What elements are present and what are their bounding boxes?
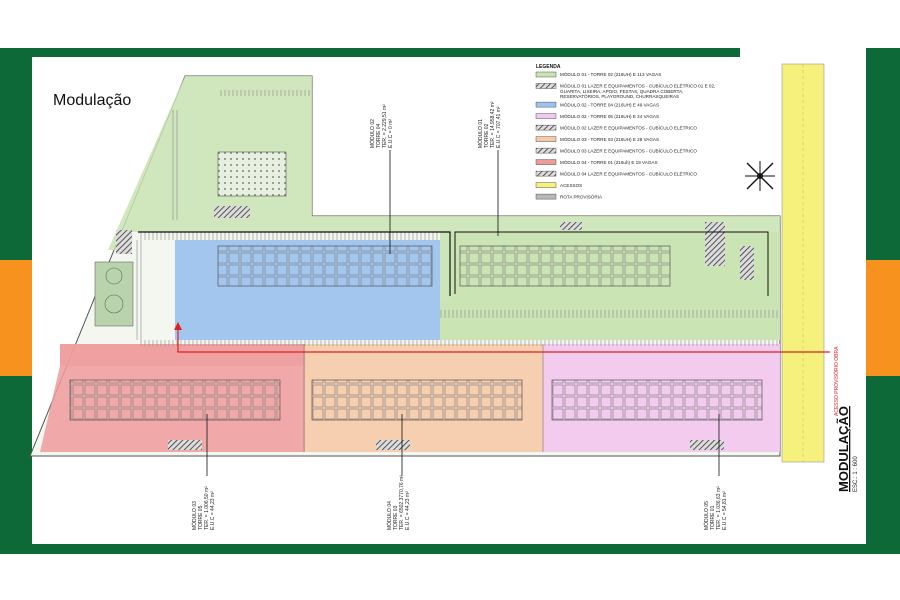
legend-swatch-8 <box>535 170 557 177</box>
pool-area <box>94 261 134 327</box>
building-torre-03 <box>311 379 523 421</box>
legend-swatch-1 <box>535 83 557 89</box>
equip-hatch-8 <box>376 440 410 450</box>
annotation-bottom-1-0: MÓDULO 03 <box>191 501 198 530</box>
parking-row-3 <box>440 310 780 318</box>
annotation-top-left-3: E.U.C = 0 m² <box>388 119 394 148</box>
annotation-bottom-1-1: TORRE 05 <box>198 505 204 530</box>
equip-hatch-7 <box>168 440 202 450</box>
building-torre-05 <box>551 379 763 421</box>
legend-label-5: MÓDULO 03 - TORRE 03 (216UH) E 28 VAGAS <box>560 136 659 142</box>
access-label: ACESSO PROVISÓRIO OBRA <box>833 346 840 416</box>
legend-label-8: MÓDULO 04 LAZER E EQUIPAMENTOS - CUBÍCUL… <box>560 170 697 176</box>
equip-hatch-4 <box>560 222 582 230</box>
slide-title: Modulação <box>53 92 132 109</box>
legend-swatch-3 <box>535 113 557 119</box>
annotation-bottom-2-2: TER. = 6502.3770,76 m² <box>399 475 405 530</box>
legend-label-4: MÓDULO 02 LAZER E EQUIPAMENTOS - CUBÍCUL… <box>560 124 697 130</box>
annotation-top-left-0: MÓDULO 02 <box>369 119 376 148</box>
equip-hatch-6 <box>740 246 754 280</box>
legend-swatch-0 <box>535 71 557 78</box>
route-arrow <box>174 322 182 330</box>
building-torre-01 <box>69 379 281 421</box>
legend-swatch-9 <box>535 182 557 188</box>
annotation-bottom-3-2: TER. = 1.036,63 m² <box>716 486 722 530</box>
legend-swatch-6 <box>535 147 557 154</box>
building-torre-02 <box>459 245 671 287</box>
drawing-title: MODULAÇÃO <box>836 406 851 492</box>
annotation-bottom-3-3: E.U.C = 54,81 m² <box>722 491 728 530</box>
parking-row-4 <box>135 240 143 340</box>
equip-hatch-5 <box>705 222 725 266</box>
legend-label-1: MÓDULO 01 LAZER E EQUIPAMENTOS - CUBÍCUL… <box>560 83 715 99</box>
equip-hatch-2 <box>214 206 250 218</box>
legend-swatch-5 <box>535 136 557 142</box>
building-torre-04 <box>217 245 433 287</box>
parking-row-5 <box>220 90 310 96</box>
equip-hatch-1 <box>217 151 287 197</box>
annotation-top-left-2: TER. = 2.229,51 m² <box>382 104 388 148</box>
parking-row-1 <box>140 232 440 240</box>
legend-swatch-10 <box>535 193 557 200</box>
orange-accent-left <box>0 260 32 376</box>
drawing-scale: ESC.: 1 : 600 <box>853 456 859 492</box>
module-outline-2 <box>454 231 769 296</box>
legend-label-7: MÓDULO 04 - TORRE 01 (216uh) E 19 VAGAS <box>560 159 658 165</box>
legend-label-3: MÓDULO 02 - TORRE 05 (216UH) E 24 VAGAS <box>560 113 659 119</box>
legend-label-10: ROTA PROVISÓRIA <box>560 193 603 199</box>
parking-row-2 <box>140 340 780 346</box>
annotation-bottom-2-3: E.U.C = 44,23 m² <box>405 491 411 530</box>
legend-label-2: MÓDULO 02 - TORRE 04 (216UH) E 49 VAGAS <box>560 101 659 107</box>
equip-hatch-9 <box>690 440 724 450</box>
legend-label-9: ACESSOS <box>560 183 582 188</box>
annotation-bottom-1-2: TER. = 1.006,50 m² <box>204 486 210 530</box>
legend-swatch-7 <box>535 159 557 165</box>
legend-label-0: MÓDULO 01 - TORRE 02 (216UH) E 113 VAGAS <box>560 71 661 77</box>
zone-red-band <box>60 344 305 366</box>
parking-row-6 <box>170 110 178 220</box>
equip-hatch-3 <box>116 230 132 254</box>
annotation-bottom-2-0: MÓDULO 04 <box>386 501 393 530</box>
legend: LEGENDA MÓDULO 01 - TORRE 02 (216UH) E 1… <box>530 60 740 210</box>
annotation-top-right-1: TORRE 02 <box>484 123 490 148</box>
annotation-top-right-3: E.U.C = 707,41 m² <box>496 106 502 148</box>
annotation-top-right-0: MÓDULO 01 <box>477 119 484 148</box>
legend-swatch-2 <box>535 101 557 108</box>
annotation-bottom-3-1: TORRE 01 <box>710 505 716 530</box>
annotation-top-right-2: TER. = 14.958,42 m² <box>490 101 496 148</box>
annotation-bottom-2-1: TORRE 03 <box>393 505 399 530</box>
legend-swatch-4 <box>535 124 557 131</box>
orange-accent-right <box>866 260 900 376</box>
annotation-bottom-3-0: MÓDULO 05 <box>703 501 710 530</box>
legend-label-6: MÓDULO 03 LAZER E EQUIPAMENTOS - CUBÍCUL… <box>560 147 697 153</box>
annotation-top-left-1: TORRE 04 <box>376 123 382 148</box>
legend-heading: LEGENDA <box>536 64 561 70</box>
frame-notch <box>740 48 866 60</box>
module-outline-1 <box>138 231 451 296</box>
provisional-route <box>177 326 830 353</box>
north-arrow-icon <box>745 161 775 191</box>
annotation-bottom-1-3: E.U.C = 44,23 m² <box>210 491 216 530</box>
